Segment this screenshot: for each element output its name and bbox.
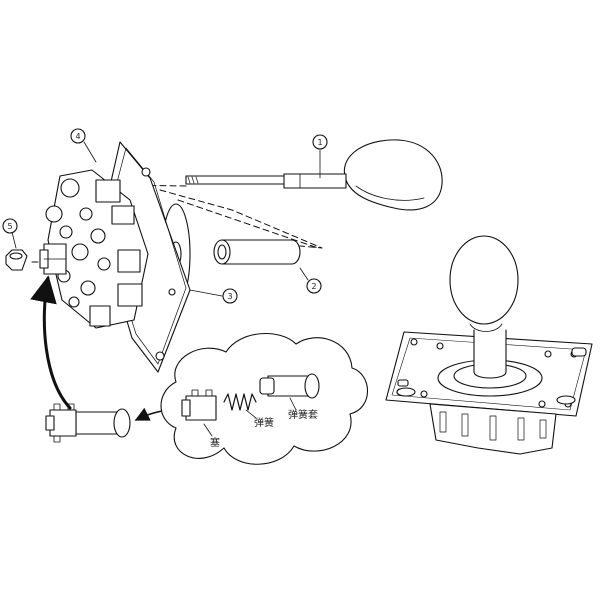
- plug-label: 塞: [210, 436, 220, 449]
- part-2-sleeve: [213, 239, 301, 265]
- spring-sleeve-label: 弹簧套: [288, 408, 318, 421]
- callout-2-number: 2: [311, 282, 316, 291]
- callout-3: 3: [189, 288, 238, 304]
- callout-4: 4: [70, 128, 97, 163]
- callout-1-number: 1: [317, 138, 322, 147]
- spring-label: 弹簧: [254, 416, 274, 429]
- callout-2: 2: [299, 267, 322, 294]
- plug-part: [181, 389, 217, 421]
- assembled-joystick: [385, 235, 593, 455]
- detail-cloud: 塞 弹簧 弹簧套: [160, 333, 368, 465]
- part-4-base-assembly: [39, 141, 191, 373]
- spring-sleeve-part: [259, 373, 320, 399]
- callout-5: 5: [2, 218, 18, 249]
- curved-arrow-up: [30, 275, 72, 410]
- spring-part: [223, 393, 257, 411]
- callout-1: 1: [312, 134, 328, 179]
- actuator-assembly: [45, 403, 131, 443]
- callout-4-number: 4: [75, 132, 80, 141]
- callout-3-number: 3: [227, 292, 232, 301]
- part-5-nut: [5, 249, 28, 271]
- part-1-shaft-ball-top: [185, 139, 443, 211]
- callout-5-number: 5: [7, 222, 12, 231]
